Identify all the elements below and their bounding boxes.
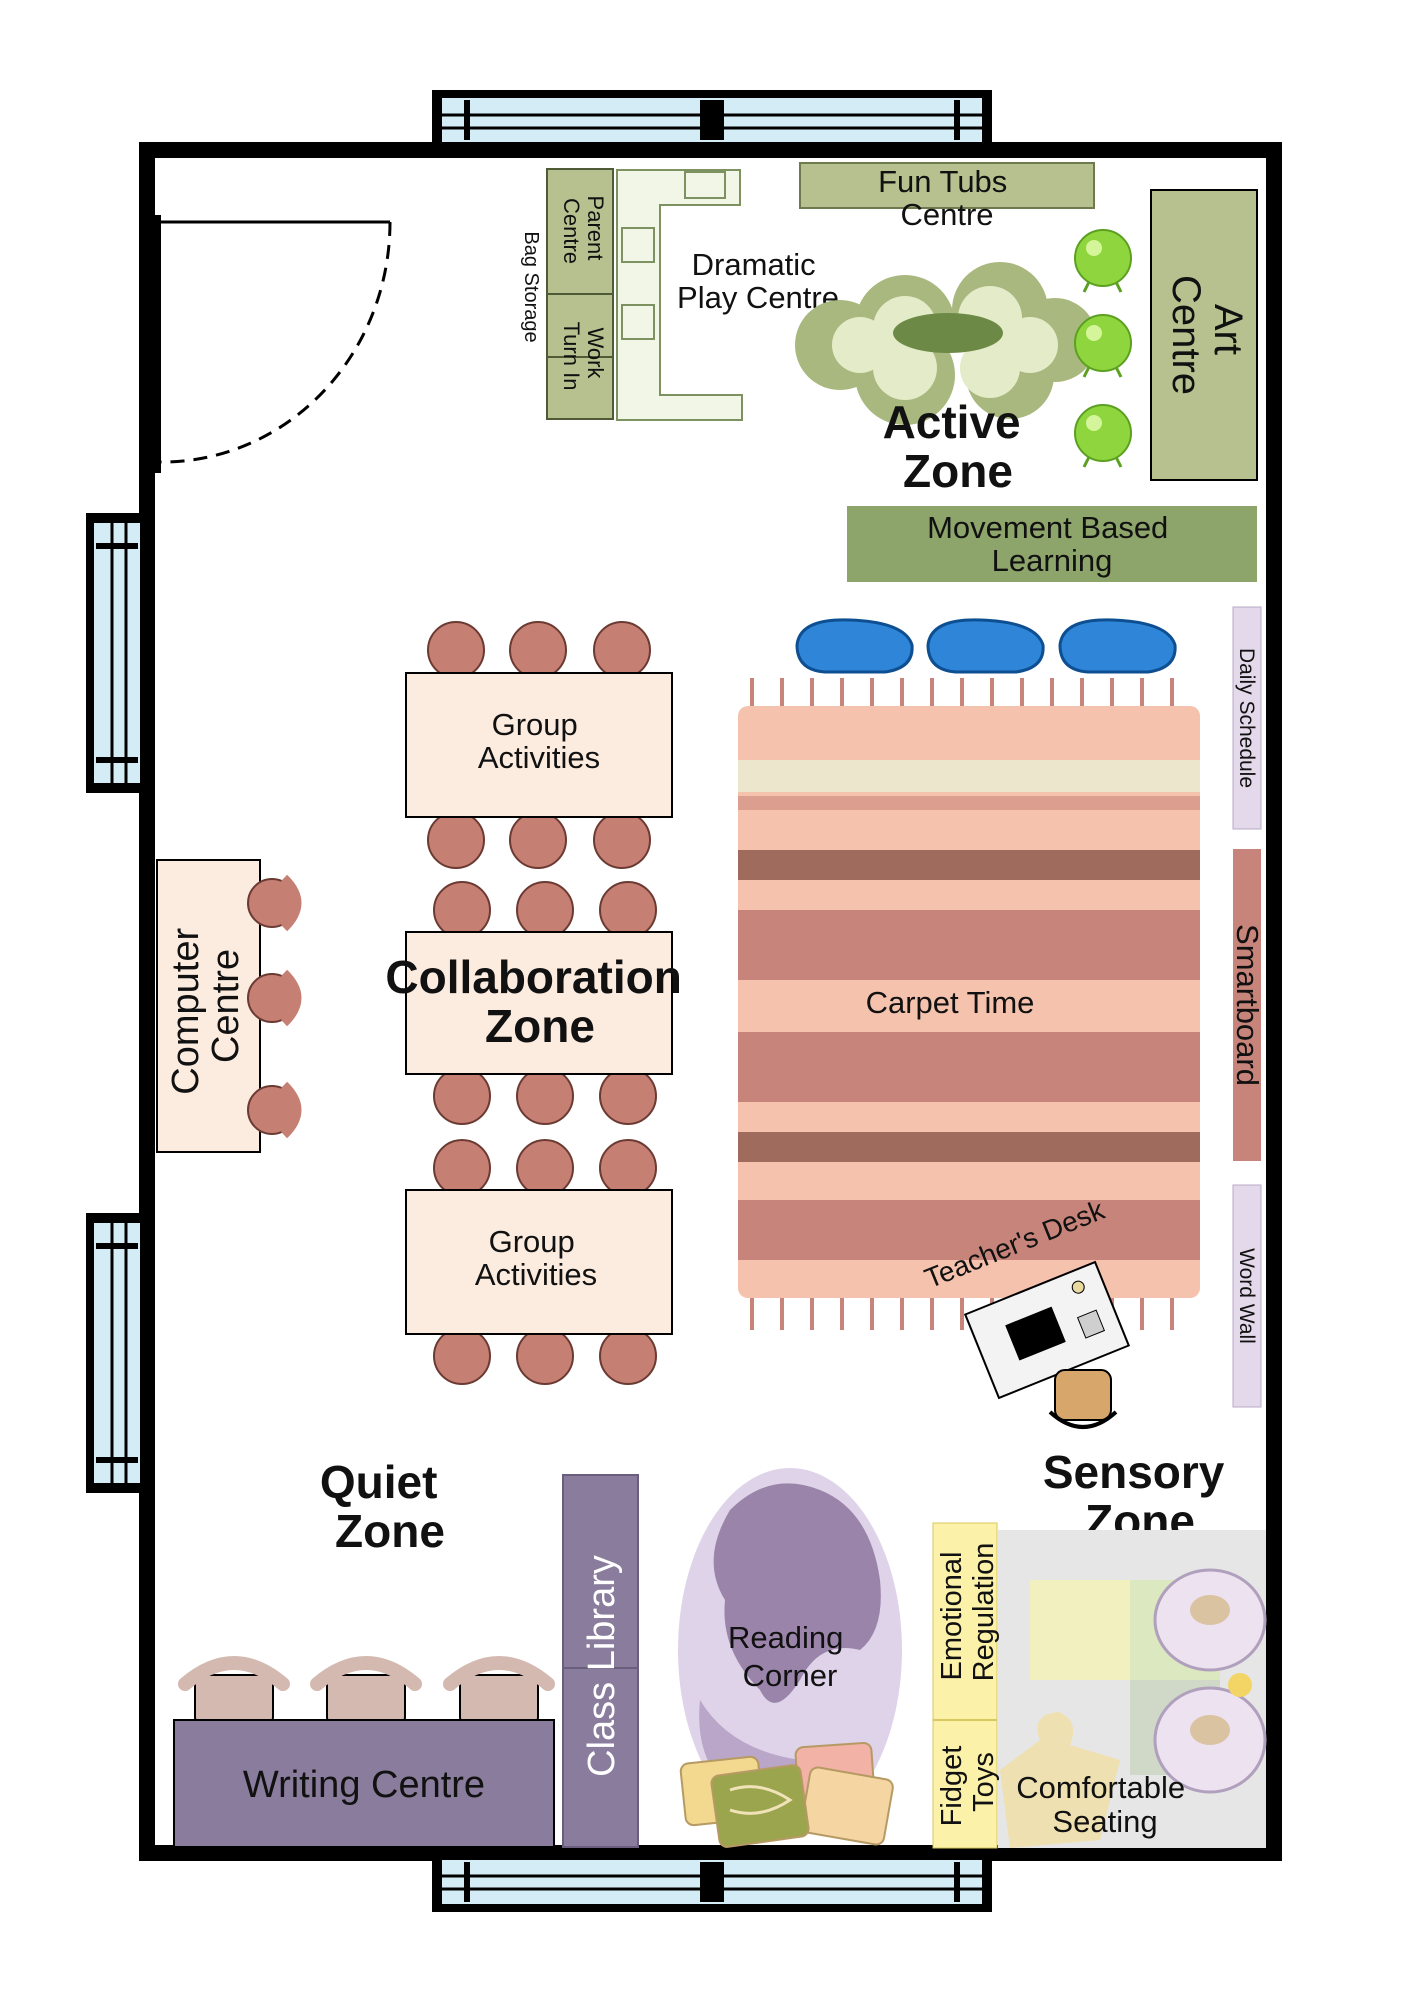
chairs-group-table-2	[433, 1139, 657, 1385]
class-library-label: Class Library	[581, 1555, 623, 1777]
bean-bag-chairs	[1153, 1568, 1267, 1794]
computer-chairs	[247, 874, 302, 1139]
comfortable-seating-label: Comfortable Seating	[1016, 1770, 1193, 1839]
art-centre-label: Art Centre	[1164, 275, 1250, 395]
window-top	[432, 90, 992, 150]
window-left-lower	[86, 1213, 147, 1493]
teachers-desk	[963, 1260, 1131, 1400]
group-activities-2-label: Group Activities	[475, 1224, 597, 1292]
daily-schedule-board	[1232, 606, 1262, 830]
daily-schedule-label: Daily Schedule	[1235, 648, 1258, 788]
reading-corner-label: Reading Corner	[728, 1620, 852, 1693]
fidget-toys-label: Fidget Toys	[936, 1738, 1000, 1827]
balance-ball-stools	[1074, 229, 1132, 468]
group-activities-1-label: Group Activities	[478, 707, 600, 775]
collaboration-zone-label: Collaboration Zone	[385, 951, 694, 1052]
class-library-shelf	[562, 1474, 639, 1848]
active-zone-label: Active Zone	[883, 396, 1034, 497]
computer-centre-label: Computer Centre	[165, 917, 247, 1094]
word-wall-board	[1232, 1184, 1262, 1408]
collaboration-table	[405, 931, 673, 1075]
window-left-upper	[86, 513, 147, 793]
work-turn-in-label: Work Turn In	[559, 322, 608, 391]
dramatic-play-label: Dramatic Play Centre	[677, 247, 839, 315]
cubby-units	[546, 168, 614, 420]
art-centre-table	[1150, 189, 1258, 481]
fun-tubs-shelf	[799, 162, 1095, 209]
quiet-zone-label: Quiet Zone	[320, 1456, 450, 1557]
floor-pillows	[679, 1741, 894, 1848]
door	[143, 215, 392, 473]
parent-centre-label: Parent Centre	[559, 196, 608, 267]
movement-learning-label: Movement Based Learning	[927, 510, 1177, 578]
emotional-regulation-shelf	[932, 1522, 998, 1849]
movement-learning-mat	[847, 506, 1257, 582]
fun-tubs-label: Fun Tubs Centre	[878, 164, 1016, 232]
smartboard-label: Smartboard	[1230, 924, 1265, 1086]
teachers-chair	[1048, 1369, 1118, 1429]
chairs-group-table-1	[427, 621, 651, 869]
group-table-2	[405, 1189, 673, 1335]
carpet-time-label: Carpet Time	[866, 985, 1035, 1020]
flower-rug	[795, 262, 1097, 425]
group-table-1	[405, 672, 673, 818]
writing-centre-desk	[173, 1719, 555, 1848]
emotional-regulation-label: Emotional Regulation	[936, 1543, 1000, 1682]
dramatic-play-kitchen	[616, 169, 743, 421]
smartboard	[1233, 849, 1261, 1161]
bag-storage-label: Bag Storage	[520, 231, 542, 342]
carpet	[738, 706, 1200, 1298]
writing-centre-chairs	[178, 1656, 555, 1726]
word-wall-label: Word Wall	[1235, 1248, 1258, 1344]
window-bottom	[432, 1852, 992, 1912]
wobble-cushions	[795, 618, 1177, 674]
writing-centre-label: Writing Centre	[243, 1764, 485, 1806]
computer-centre-desk	[156, 859, 261, 1153]
